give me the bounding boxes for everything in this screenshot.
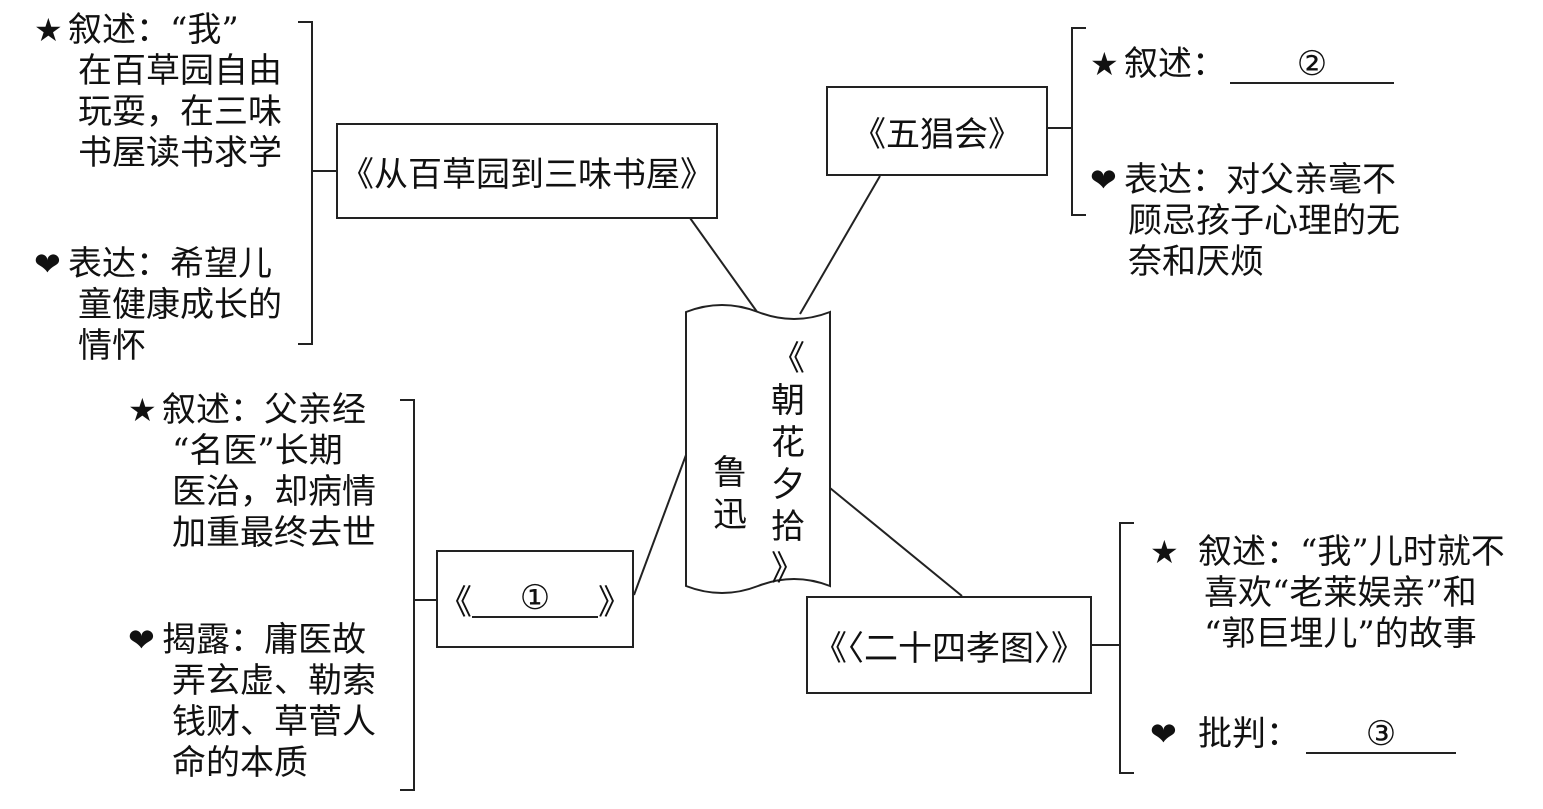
reveal-line: 命的本质 bbox=[172, 743, 308, 783]
star-icon: ★ bbox=[128, 391, 157, 429]
bracket-top-left bbox=[298, 21, 313, 345]
narrate-line: “我”儿时就不 bbox=[1300, 532, 1505, 572]
narrate-top-left: ★叙述：“我” 在百草园自由 玩耍，在三味 书屋读书求学 bbox=[34, 10, 282, 174]
title-top-right: 《五猖会》 bbox=[852, 114, 1022, 155]
center-title-char: 》 bbox=[771, 549, 805, 589]
narrate-line: 加重最终去世 bbox=[172, 513, 376, 553]
center-title-char: 花 bbox=[771, 423, 805, 463]
title-box-bottom-left: 《①》 bbox=[436, 550, 634, 648]
answer-blank-2[interactable]: ② bbox=[1230, 46, 1394, 84]
critique-bottom-right: ❤ 批判：③ bbox=[1150, 714, 1456, 755]
reveal-label: 揭露： bbox=[162, 620, 264, 660]
answer-blank-1[interactable]: ① bbox=[472, 580, 598, 618]
star-icon: ★ bbox=[1090, 45, 1119, 83]
narrate-top-right: ★叙述：② bbox=[1090, 44, 1394, 85]
narrate-bottom-right: ★ 叙述：“我”儿时就不 喜欢“老莱娱亲”和 “郭巨埋儿”的故事 bbox=[1150, 532, 1505, 655]
center-title-char: 夕 bbox=[771, 465, 805, 505]
bracket-bottom-right bbox=[1119, 522, 1134, 774]
express-line: 奈和厌烦 bbox=[1128, 242, 1264, 282]
center-title-char: 朝 bbox=[771, 381, 805, 421]
express-line: 希望儿 bbox=[170, 244, 272, 284]
center-scroll-shape bbox=[685, 304, 831, 594]
title-bracket-close: 》 bbox=[598, 582, 632, 623]
title-box-bottom-right: 《〈二十四孝图〉》 bbox=[806, 596, 1092, 694]
reveal-line: 弄玄虚、勒索 bbox=[172, 661, 376, 701]
express-label: 表达： bbox=[1124, 160, 1226, 200]
narrate-line: “我” bbox=[170, 10, 239, 50]
bracket-top-right bbox=[1071, 27, 1086, 216]
express-line: 情怀 bbox=[78, 326, 146, 366]
connector-bottom-left bbox=[633, 454, 687, 596]
heart-icon: ❤ bbox=[1090, 161, 1117, 199]
narrate-label: 叙述： bbox=[1124, 44, 1226, 84]
star-icon: ★ bbox=[34, 11, 63, 49]
connector-bottom-right bbox=[829, 487, 963, 597]
narrate-line: 医治，却病情 bbox=[172, 472, 376, 512]
narrate-line: 父亲经 bbox=[264, 390, 366, 430]
reveal-bottom-left: ❤揭露：庸医故 弄玄虚、勒索 钱财、草菅人 命的本质 bbox=[128, 620, 376, 784]
narrate-line: 喜欢“老莱娱亲”和 bbox=[1204, 573, 1477, 613]
reveal-line: 钱财、草菅人 bbox=[172, 702, 376, 742]
heart-icon: ❤ bbox=[1150, 715, 1177, 753]
narrate-label: 叙述： bbox=[68, 10, 170, 50]
narrate-line: 玩耍，在三味 bbox=[78, 92, 282, 132]
title-top-left: 《从百草园到三味书屋》 bbox=[340, 154, 714, 195]
narrate-line: 在百草园自由 bbox=[78, 51, 282, 91]
center-author: 鲁 迅 bbox=[710, 452, 750, 536]
title-bracket-open: 《 bbox=[438, 582, 472, 623]
narrate-label: 叙述： bbox=[162, 390, 264, 430]
narrate-line: 书屋读书求学 bbox=[78, 133, 282, 173]
critique-label: 批判： bbox=[1198, 714, 1300, 754]
center-title-char: 《 bbox=[771, 339, 805, 379]
reveal-line: 庸医故 bbox=[264, 620, 366, 660]
star-icon: ★ bbox=[1150, 533, 1179, 571]
connector-top-right bbox=[799, 175, 881, 315]
express-top-right: ❤表达：对父亲毫不 顾忌孩子心理的无 奈和厌烦 bbox=[1090, 160, 1400, 283]
center-title-char: 拾 bbox=[771, 507, 805, 547]
express-line: 童健康成长的 bbox=[78, 285, 282, 325]
center-author-char: 鲁 bbox=[713, 453, 747, 493]
center-author-char: 迅 bbox=[713, 495, 747, 535]
heart-icon: ❤ bbox=[34, 245, 61, 283]
narrate-label: 叙述： bbox=[1198, 532, 1300, 572]
narrate-line: “名医”长期 bbox=[172, 431, 343, 471]
bracket-bottom-left bbox=[400, 399, 415, 791]
express-line: 对父亲毫不 bbox=[1226, 160, 1396, 200]
connector-top-left bbox=[689, 217, 761, 317]
express-line: 顾忌孩子心理的无 bbox=[1128, 201, 1400, 241]
express-top-left: ❤表达：希望儿 童健康成长的 情怀 bbox=[34, 244, 282, 367]
title-box-top-right: 《五猖会》 bbox=[826, 86, 1048, 176]
heart-icon: ❤ bbox=[128, 621, 155, 659]
title-box-top-left: 《从百草园到三味书屋》 bbox=[336, 123, 718, 219]
express-label: 表达： bbox=[68, 244, 170, 284]
center-title: 《 朝 花 夕 拾 》 bbox=[768, 338, 808, 590]
title-bottom-right: 《〈二十四孝图〉》 bbox=[813, 628, 1085, 669]
narrate-line: “郭巨埋儿”的故事 bbox=[1204, 614, 1477, 654]
narrate-bottom-left: ★叙述：父亲经 “名医”长期 医治，却病情 加重最终去世 bbox=[128, 390, 376, 554]
answer-blank-3[interactable]: ③ bbox=[1306, 716, 1456, 754]
